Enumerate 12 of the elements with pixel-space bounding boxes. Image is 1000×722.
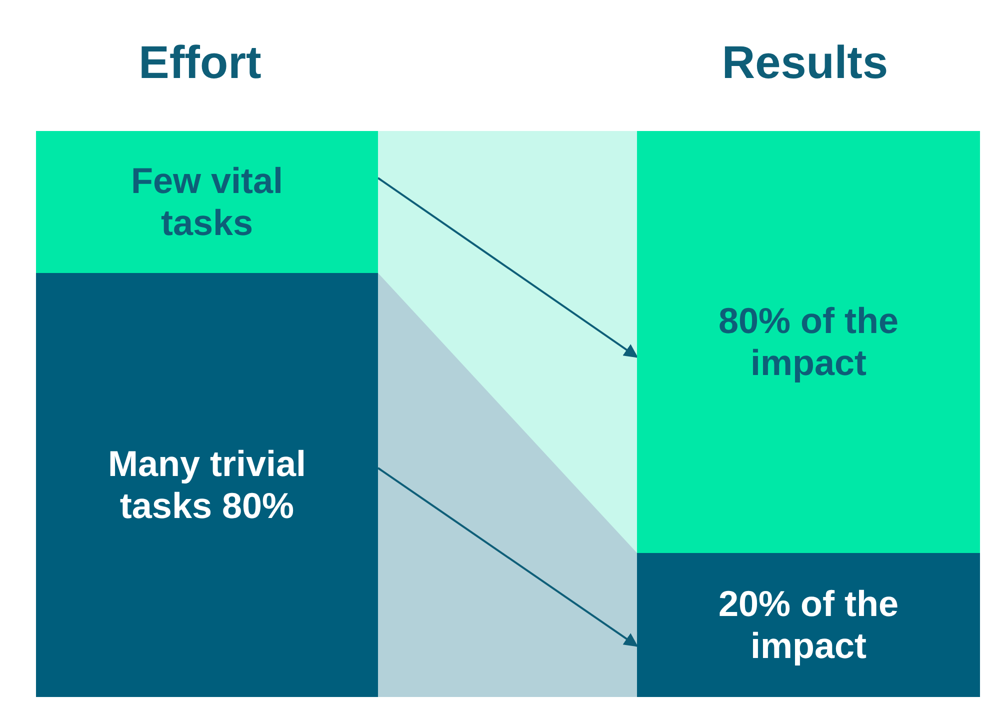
text-panel <box>637 553 980 697</box>
arrow <box>377 467 638 647</box>
arrow <box>377 177 638 358</box>
text-panel <box>36 131 378 273</box>
panel-text: 20% of the impact <box>717 583 900 667</box>
column-heading: Results <box>722 35 888 90</box>
text-panel <box>36 273 378 697</box>
column-heading: Effort <box>138 35 262 90</box>
panel-text: Few vital tasks <box>130 160 284 244</box>
panel-text: 80% of the impact <box>717 300 900 384</box>
text-panel <box>637 131 980 553</box>
panel-text: Many trivial tasks 80% <box>106 443 308 527</box>
